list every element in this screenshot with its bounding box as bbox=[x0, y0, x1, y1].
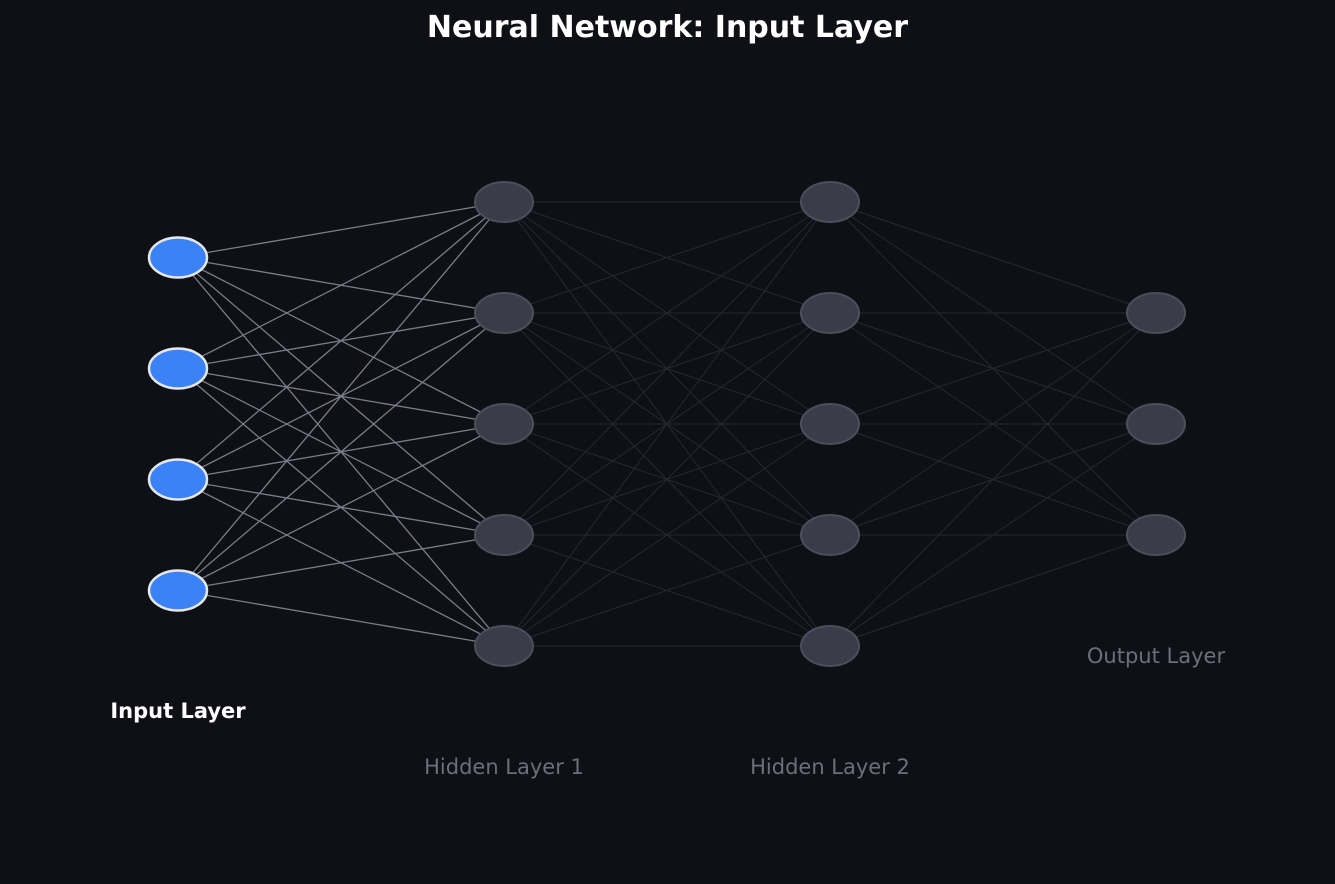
connection-l0-n3-to-l1-n3 bbox=[177, 534, 505, 592]
connection-l1-n4-to-l2-n3 bbox=[503, 534, 831, 647]
node-layer3-0 bbox=[1126, 292, 1186, 334]
node-layer3-2 bbox=[1126, 514, 1186, 556]
node-layer2-0 bbox=[800, 181, 860, 223]
node-layer1-0 bbox=[474, 181, 534, 223]
node-layer0-2 bbox=[147, 458, 209, 501]
node-layer1-3 bbox=[474, 514, 534, 556]
connection-l1-n3-to-l2-n0 bbox=[503, 201, 831, 536]
connection-l2-n4-to-l3-n0 bbox=[829, 312, 1157, 647]
connection-l0-n0-to-l1-n0 bbox=[177, 201, 505, 259]
node-layer2-3 bbox=[800, 514, 860, 556]
node-layer2-2 bbox=[800, 403, 860, 445]
connection-l0-n3-to-l1-n0 bbox=[177, 201, 505, 591]
connection-l2-n3-to-l3-n0 bbox=[829, 312, 1157, 536]
node-layer1-1 bbox=[474, 292, 534, 334]
node-layer2-4 bbox=[800, 625, 860, 667]
connection-l0-n3-to-l1-n4 bbox=[177, 589, 505, 647]
node-layer3-1 bbox=[1126, 403, 1186, 445]
connection-l2-n4-to-l3-n2 bbox=[829, 534, 1157, 647]
node-layer2-1 bbox=[800, 292, 860, 334]
layer-label-0: Input Layer bbox=[110, 699, 246, 723]
node-layer0-3 bbox=[147, 569, 209, 612]
node-layer1-4 bbox=[474, 625, 534, 667]
connection-l0-n2-to-l1-n0 bbox=[177, 201, 505, 480]
node-group bbox=[147, 181, 1186, 667]
connection-l0-n3-to-l1-n2 bbox=[177, 423, 505, 592]
diagram-title: Neural Network: Input Layer bbox=[426, 10, 909, 45]
connection-l0-n1-to-l1-n0 bbox=[177, 201, 505, 370]
node-layer0-0 bbox=[147, 236, 209, 279]
connection-l2-n2-to-l3-n0 bbox=[829, 312, 1157, 425]
connection-l1-n4-to-l2-n2 bbox=[503, 423, 831, 647]
connection-l1-n4-to-l2-n0 bbox=[503, 201, 831, 647]
connection-l1-n2-to-l2-n0 bbox=[503, 201, 831, 425]
node-layer1-2 bbox=[474, 403, 534, 445]
layer-label-2: Hidden Layer 2 bbox=[750, 755, 910, 779]
layer-label-1: Hidden Layer 1 bbox=[424, 755, 584, 779]
node-layer0-1 bbox=[147, 347, 209, 390]
connection-group bbox=[177, 201, 1157, 647]
connection-l1-n4-to-l2-n1 bbox=[503, 312, 831, 647]
connection-l0-n3-to-l1-n1 bbox=[177, 312, 505, 591]
connection-l1-n1-to-l2-n0 bbox=[503, 201, 831, 314]
connection-l2-n0-to-l3-n0 bbox=[829, 201, 1157, 314]
connection-l2-n4-to-l3-n1 bbox=[829, 423, 1157, 647]
layer-label-3: Output Layer bbox=[1087, 644, 1226, 668]
